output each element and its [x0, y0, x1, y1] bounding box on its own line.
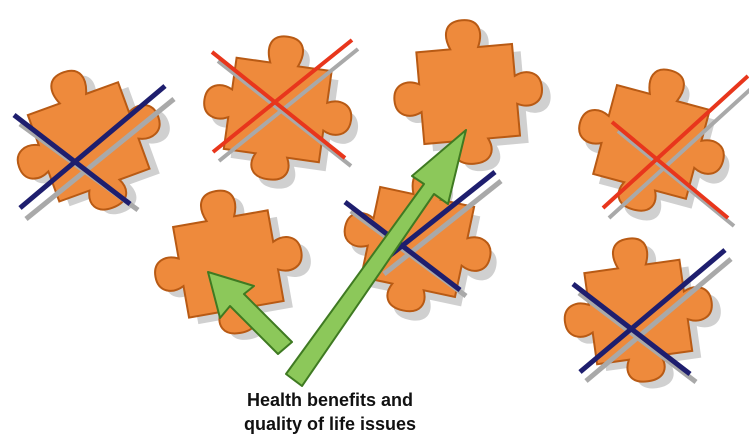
puzzle-piece-right-bottom [555, 227, 731, 399]
caption-line-1: Health benefits and [200, 388, 460, 412]
puzzle-piece-middle-left [143, 177, 323, 354]
puzzle-piece-top-center [388, 13, 557, 178]
caption-line-2: quality of life issues [200, 412, 460, 436]
caption: Health benefits and quality of life issu… [200, 388, 460, 436]
